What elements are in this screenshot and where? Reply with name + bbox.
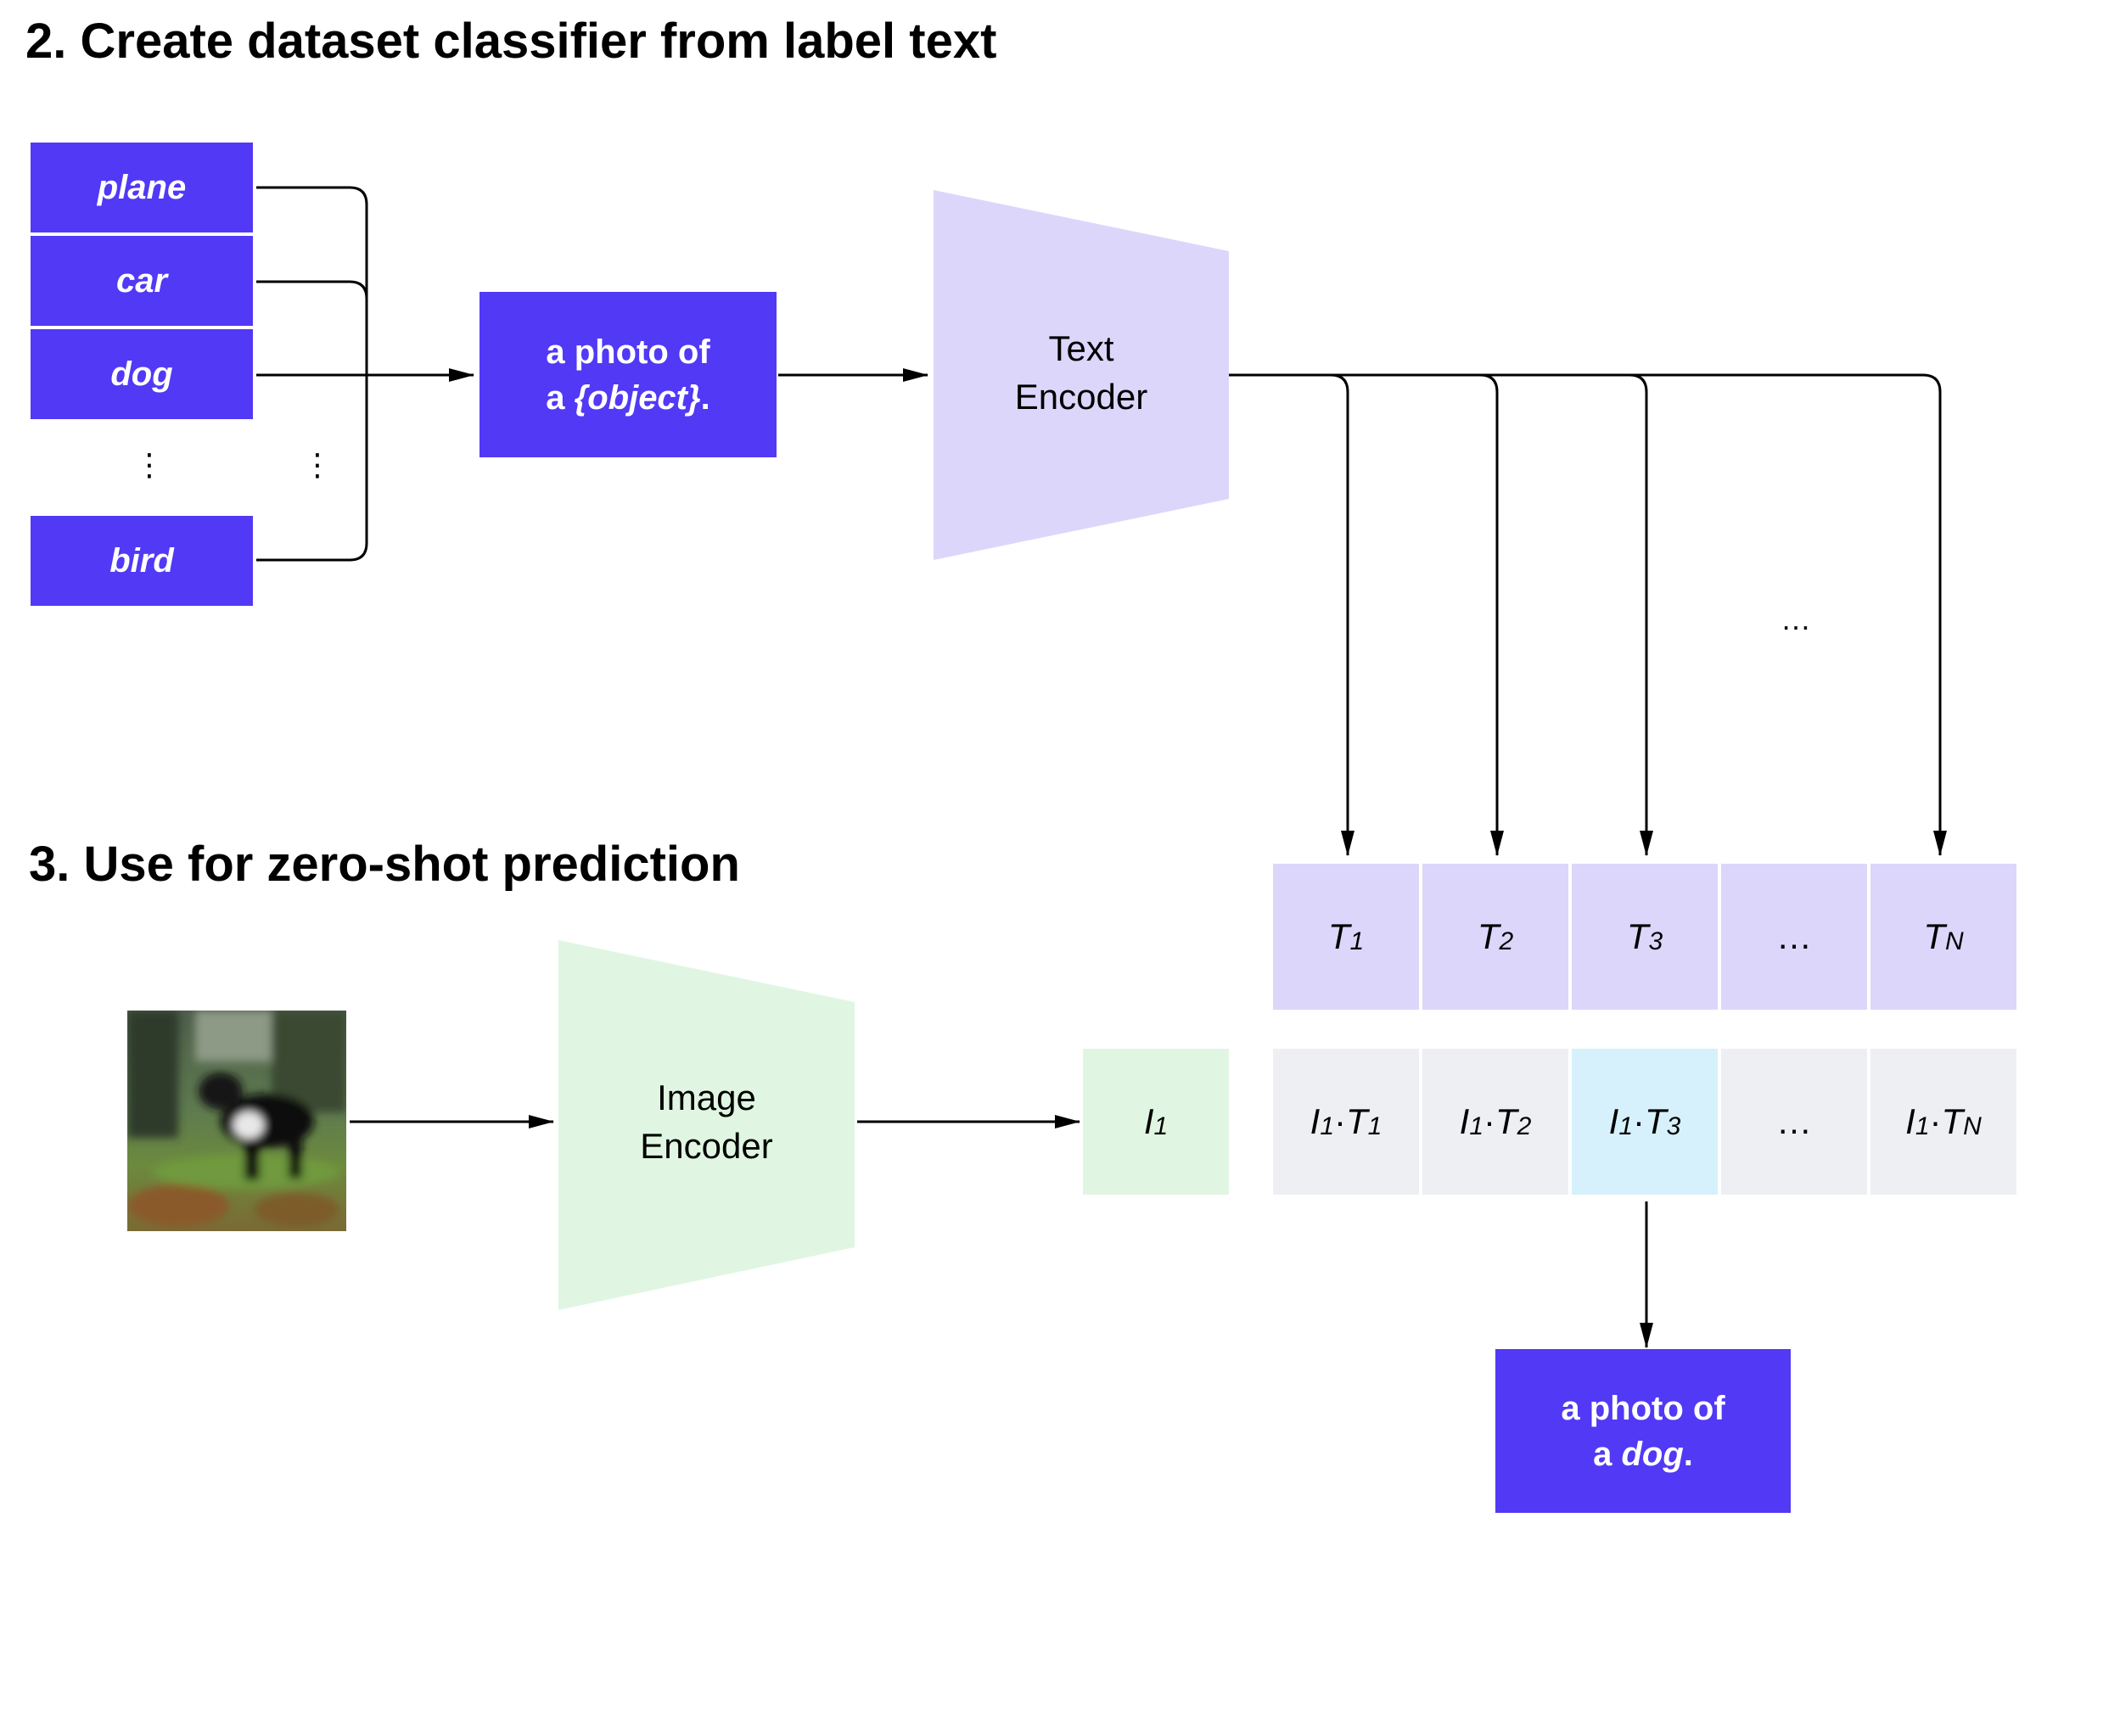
- similarity-cell: …: [1721, 1049, 1867, 1195]
- connector-text-encoder-out: [1229, 373, 1947, 856]
- prompt-template-box: a photo of a {object}.: [480, 292, 777, 457]
- label-car: car: [31, 236, 253, 326]
- text-encoder-label: Text Encoder: [1014, 328, 1148, 417]
- label-bird: bird: [31, 516, 253, 606]
- image-encoder-label: Image Encoder: [640, 1078, 773, 1166]
- prediction-line1: a photo of: [1561, 1389, 1725, 1427]
- connector-car: [256, 280, 368, 300]
- prediction-box: a photo of a dog.: [1495, 1349, 1791, 1513]
- label-plane: plane: [31, 143, 253, 232]
- text-embedding-cell: …: [1721, 864, 1867, 1010]
- image-encoder-shape: [558, 940, 855, 1310]
- section2-title: 2. Create dataset classifier from label …: [25, 14, 997, 69]
- labels-ellipsis: ⋮: [134, 447, 165, 482]
- arrows-ellipsis: …: [1781, 602, 1811, 636]
- bracket-ellipsis: ⋮: [302, 447, 333, 482]
- prompt-template-line1: a photo of: [546, 333, 710, 371]
- section3-title: 3. Use for zero-shot prediction: [29, 837, 740, 892]
- dog-photo-image: [127, 1011, 346, 1231]
- prompt-template-object: {object}: [574, 378, 701, 417]
- label-dog: dog: [31, 329, 253, 419]
- arrow-to-t2: [1479, 373, 1504, 856]
- prediction-object: dog: [1621, 1435, 1684, 1473]
- prediction-line2: a dog.: [1593, 1435, 1693, 1473]
- prompt-template-line2: a {object}.: [546, 378, 710, 417]
- arrow-to-t1: [1330, 373, 1354, 856]
- text-encoder-shape: [934, 190, 1229, 560]
- arrow-to-t3: [1629, 373, 1653, 856]
